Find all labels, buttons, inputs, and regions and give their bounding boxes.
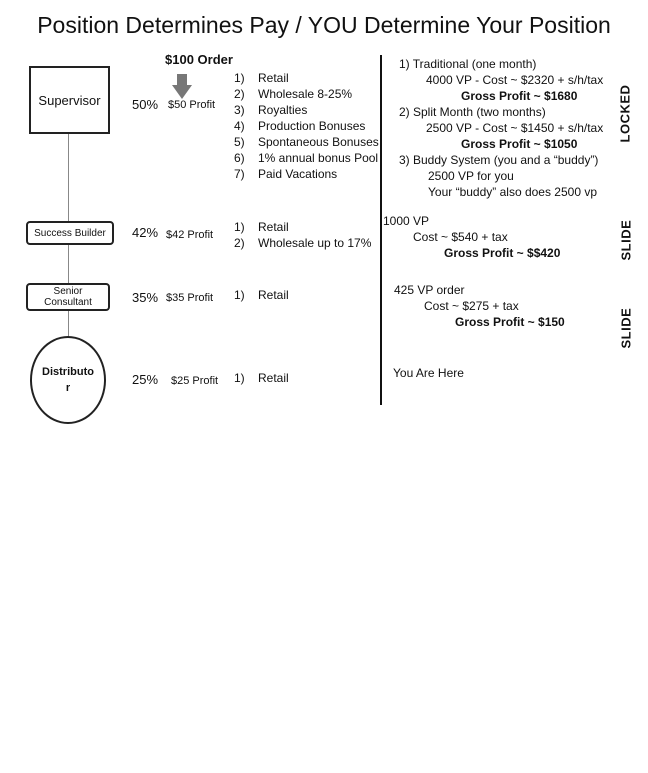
option-split-month-cost: 2500 VP - Cost ~ $1450 + s/h/tax <box>426 121 604 135</box>
senior-consultant-percent: 35% <box>132 290 159 305</box>
success-builder-gross-profit: Gross Profit ~ $$420 <box>444 246 561 260</box>
success-builder-benefits-list: 1)Retail 2)Wholesale up to 17% <box>234 219 371 251</box>
senior-consultant-profit: $35 Profit <box>166 292 214 304</box>
success-builder-percent: 42% <box>132 225 159 240</box>
list-item: 3)Royalties <box>234 103 308 117</box>
connector-line <box>68 132 69 221</box>
option-split-month: 2) Split Month (two months) <box>399 105 546 119</box>
connector-line <box>68 309 69 336</box>
supervisor-box: Supervisor <box>29 66 110 134</box>
list-item: 2)Wholesale 8-25% <box>234 87 353 101</box>
status-locked: LOCKED <box>617 84 633 143</box>
list-item: 4)Production Bonuses <box>234 119 366 133</box>
option-traditional-cost: 4000 VP - Cost ~ $2320 + s/h/tax <box>426 73 604 87</box>
list-item: 5)Spontaneous Bonuses <box>234 135 379 149</box>
list-item: 1)Retail <box>234 371 289 385</box>
distributor-circle: Distributo r <box>30 336 106 424</box>
distributor-label-line2: r <box>65 382 71 394</box>
supervisor-benefits-list: 1)Retail 2)Wholesale 8-25% 3)Royalties 4… <box>234 70 379 182</box>
option-traditional-profit: Gross Profit ~ $1680 <box>461 89 578 103</box>
success-builder-box: Success Builder <box>26 221 114 245</box>
list-item: 2)Wholesale up to 17% <box>234 236 372 250</box>
success-builder-label: Success Builder <box>34 227 106 239</box>
senior-consultant-benefits-list: 1)Retail <box>234 287 289 303</box>
distributor-percent: 25% <box>132 372 159 387</box>
option-buddy-system-you: 2500 VP for you <box>428 169 514 183</box>
success-builder-cost: Cost ~ $540 + tax <box>413 230 508 244</box>
senior-consultant-box: Senior Consultant <box>26 283 110 311</box>
column-divider <box>380 55 382 405</box>
senior-consultant-label-line2: Consultant <box>44 297 92 308</box>
supervisor-label: Supervisor <box>38 92 101 108</box>
success-builder-vp: 1000 VP <box>383 214 430 228</box>
list-item: 1)Retail <box>234 220 289 234</box>
senior-consultant-vp: 425 VP order <box>394 283 465 297</box>
distributor-label-line1: Distributo <box>42 366 94 378</box>
page-title: Position Determines Pay / YOU Determine … <box>37 12 611 38</box>
you-are-here-note: You Are Here <box>393 366 464 380</box>
order-label: $100 Order <box>165 52 233 67</box>
list-item: 1)Retail <box>234 288 289 302</box>
list-item: 1)Retail <box>234 71 289 85</box>
option-split-month-profit: Gross Profit ~ $1050 <box>461 137 578 151</box>
senior-consultant-label-line1: Senior <box>53 286 83 297</box>
distributor-benefits-list: 1)Retail <box>234 370 289 386</box>
distributor-profit: $25 Profit <box>171 375 219 387</box>
option-traditional: 1) Traditional (one month) <box>399 57 537 71</box>
supervisor-profit: $50 Profit <box>168 99 216 111</box>
list-item: 6)1% annual bonus Pool <box>234 151 379 165</box>
down-arrow-icon <box>172 74 192 99</box>
connector-line <box>68 243 69 283</box>
option-buddy-system: 3) Buddy System (you and a “buddy”) <box>399 153 599 167</box>
success-builder-profit: $42 Profit <box>166 229 214 241</box>
supervisor-percent: 50% <box>132 97 159 112</box>
senior-consultant-gross-profit: Gross Profit ~ $150 <box>455 315 565 329</box>
list-item: 7)Paid Vacations <box>234 167 338 181</box>
senior-consultant-cost: Cost ~ $275 + tax <box>424 299 519 313</box>
status-slide: SLIDE <box>618 307 634 349</box>
status-slide: SLIDE <box>618 219 634 261</box>
option-buddy-system-buddy: Your “buddy” also does 2500 vp <box>428 185 598 199</box>
